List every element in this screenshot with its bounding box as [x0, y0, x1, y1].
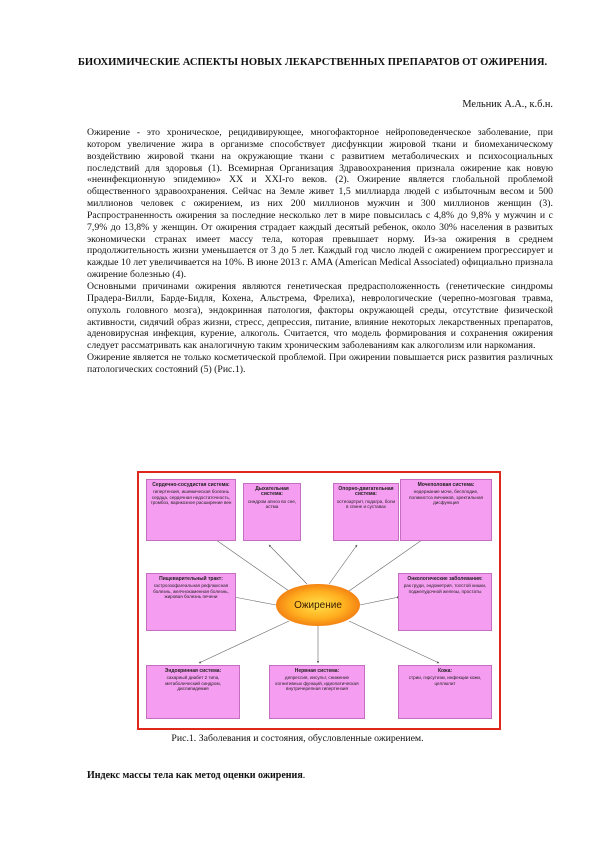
paragraph-2: Основными причинами ожирения являются ге…: [87, 280, 553, 352]
box-musculoskeletal: Опорно-двигательная система: остеоартрит…: [333, 483, 399, 541]
box-body: остеоартрит, подагра, боли в спине и сус…: [336, 498, 396, 510]
box-respiratory: Дыхательная система: синдром апноэ во сн…: [243, 483, 301, 541]
paper-title: БИОХИМИЧЕСКИЕ АСПЕКТЫ НОВЫХ ЛЕКАРСТВЕННЫ…: [77, 57, 548, 68]
figure-diagram: Сердечно-сосудистая система: гипертензия…: [137, 471, 501, 730]
arrow-cardio: [208, 534, 290, 592]
box-endocrine: Эндокринная система: сахарный диабет 2 т…: [146, 665, 240, 719]
box-body: синдром апноэ во сне, астма: [247, 498, 297, 510]
arrows-layer: [198, 534, 440, 664]
center-obesity-node: Ожирение: [276, 584, 360, 626]
box-oncology: Онкологические заболевания: рак груди, э…: [398, 573, 492, 631]
arrow-digestive: [233, 596, 277, 606]
box-title: Онкологические заболевания:: [407, 576, 483, 582]
arrow-skin: [348, 620, 440, 664]
author-line: Мельник А.А., к.б.н.: [462, 99, 553, 110]
arrow-urogenital: [348, 534, 430, 592]
paragraph-3: Ожирение является не только косметическо…: [87, 352, 553, 375]
box-body: сахарный диабет 2 типа, метаболический с…: [165, 675, 221, 692]
box-title: Эндокринная система:: [164, 668, 222, 674]
box-body: депрессия, инсульт, снижение когнитивных…: [275, 675, 359, 692]
body-text: Ожирение - это хроническое, рецидивирующ…: [87, 127, 553, 376]
section-heading: Индекс массы тела как метод оценки ожире…: [87, 770, 305, 781]
box-body: гастроэзофагеальная рефлюксная болезнь, …: [153, 583, 229, 600]
figure-caption: Рис.1. Заболевания и состояния, обусловл…: [171, 733, 424, 744]
arrow-oncology: [359, 596, 400, 606]
arrow-respiratory: [268, 544, 308, 585]
box-title: Пищеварительный тракт:: [159, 576, 223, 582]
box-body: стрии, гирсутизм, инфекции кожи, целлюли…: [408, 675, 482, 686]
box-cardiovascular: Сердечно-сосудистая система: гипертензия…: [146, 479, 236, 541]
box-nervous: Нервная система: депрессия, инсульт, сни…: [269, 665, 365, 719]
box-title: Мочеполовая система:: [417, 482, 475, 488]
section-heading-period: .: [302, 770, 306, 781]
paragraph-1: Ожирение - это хроническое, рецидивирующ…: [87, 127, 553, 281]
section-heading-text: Индекс массы тела как метод оценки ожире…: [87, 770, 303, 781]
box-body: недержание мочи, бесплодие, поликистоз я…: [409, 489, 483, 506]
box-body: гипертензия, ишемическая болезнь сердца,…: [150, 489, 232, 506]
box-title: Нервная система:: [294, 668, 340, 674]
box-skin: Кожа: стрии, гирсутизм, инфекции кожи, ц…: [398, 665, 492, 719]
box-title: Сердечно-сосудистая система:: [152, 482, 230, 488]
arrow-musculoskeletal: [328, 544, 358, 585]
box-body: рак груди, эндометрия, толстой кишки, по…: [403, 583, 487, 594]
box-title: Опорно-двигательная система:: [338, 486, 394, 498]
box-title: Дыхательная система:: [255, 486, 289, 498]
box-digestive: Пищеварительный тракт: гастроэзофагеальн…: [146, 573, 236, 631]
box-title: Кожа:: [437, 668, 453, 674]
arrow-endocrine: [198, 620, 290, 664]
box-urogenital: Мочеполовая система: недержание мочи, бе…: [400, 479, 492, 541]
